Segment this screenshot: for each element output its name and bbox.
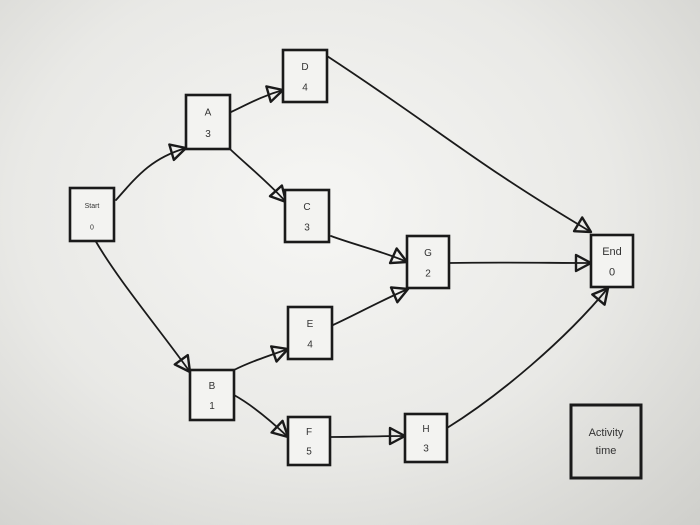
activity-node-f: F5: [286, 415, 332, 467]
edge-e-g: [332, 286, 410, 326]
node-box: [403, 412, 449, 464]
edge-line: [326, 55, 592, 233]
edge-start-b: [94, 239, 192, 374]
edge-c-g: [330, 235, 409, 265]
edge-line: [329, 435, 406, 438]
edge-a-c: [230, 149, 288, 204]
node-box: [286, 305, 334, 361]
activity-time: 4: [302, 83, 308, 94]
node-box: [188, 368, 236, 422]
activity-time: 0: [90, 224, 94, 231]
edge-line: [446, 287, 609, 429]
activity-name: A: [205, 108, 212, 119]
activity-node-end: End 0: [589, 233, 635, 289]
edge-line: [332, 288, 409, 326]
edge-f-h: [329, 426, 407, 446]
legend-box: Activity time: [569, 403, 643, 480]
activity-node-h: H3: [403, 412, 449, 464]
activity-time: 4: [307, 340, 313, 351]
activity-time: 5: [306, 446, 312, 457]
activity-name: End: [602, 246, 622, 258]
edge-a-d: [230, 85, 285, 113]
activity-time: 0: [609, 267, 615, 279]
edge-b-f: [233, 394, 290, 439]
activity-time: 1: [209, 401, 215, 412]
arrowhead-icon: [591, 286, 610, 306]
activity-time: 3: [423, 443, 429, 454]
arrowhead-icon: [389, 286, 410, 304]
legend-line-1: Activity: [589, 427, 624, 439]
activity-node-c: C3: [283, 188, 331, 244]
activity-name: E: [307, 319, 314, 330]
edge-g-end: [448, 253, 593, 273]
node-box: [184, 93, 232, 151]
node-box: [68, 186, 116, 243]
arrowhead-icon: [388, 426, 407, 446]
legend-rect: [569, 403, 643, 480]
activity-node-d: D4: [281, 48, 329, 104]
arrowhead-icon: [265, 85, 285, 104]
activity-node-a: A3: [184, 93, 232, 151]
activity-node-e: E4: [286, 305, 334, 361]
arrowhead-icon: [574, 253, 593, 273]
activity-time: 3: [304, 223, 310, 234]
arrowhead-icon: [269, 345, 290, 363]
arrowhead-icon: [572, 216, 593, 234]
node-box: [405, 234, 451, 290]
arrowhead-icon: [388, 247, 409, 265]
edge-line: [230, 89, 284, 113]
node-box: [281, 48, 329, 104]
edge-d-end: [326, 55, 593, 234]
node-box: [283, 188, 331, 244]
edge-h-end: [446, 286, 610, 429]
edge-line: [230, 149, 287, 203]
node-box: [286, 415, 332, 467]
activity-name: Start: [85, 203, 100, 210]
edge-line: [94, 239, 191, 373]
activity-name: B: [209, 381, 216, 392]
edge-b-e: [233, 345, 290, 371]
activity-node-g: G2: [405, 234, 451, 290]
edges-layer: [94, 55, 610, 446]
edge-line: [233, 348, 289, 371]
activity-node-start: Start 0: [68, 186, 116, 243]
activity-name: G: [424, 248, 432, 259]
node-box: [589, 233, 635, 289]
activity-time: 3: [205, 129, 211, 140]
activity-name: F: [306, 427, 312, 438]
edge-line: [233, 394, 289, 438]
activity-name: D: [301, 62, 308, 73]
arrowhead-icon: [270, 419, 290, 439]
edge-start-a: [115, 143, 188, 201]
edge-line: [330, 235, 408, 263]
legend-line-2: time: [596, 445, 617, 457]
activity-time: 2: [425, 269, 431, 280]
arrowhead-icon: [173, 353, 192, 374]
edge-line: [115, 147, 187, 201]
activity-name: H: [422, 424, 429, 435]
activity-node-b: B1: [188, 368, 236, 422]
activity-name: C: [303, 202, 310, 213]
arrowhead-icon: [168, 143, 188, 162]
